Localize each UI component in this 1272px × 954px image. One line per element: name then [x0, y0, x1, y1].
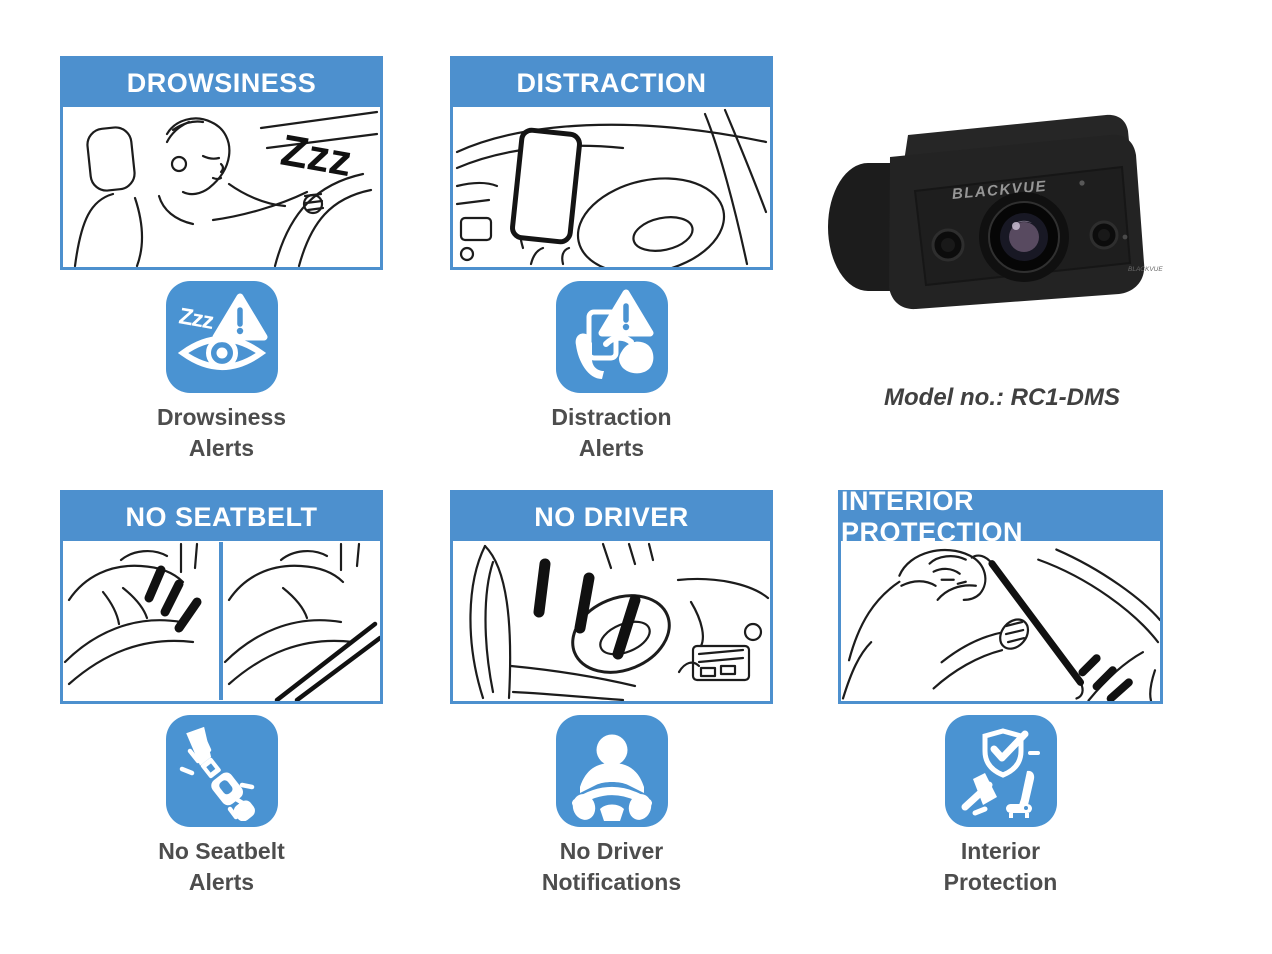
no-driver-panel: NO DRIVER	[450, 490, 773, 704]
eye-icon	[177, 336, 266, 370]
interior-protection-label-line2: Protection	[943, 869, 1058, 895]
drowsiness-illustration: Zzz	[63, 107, 380, 267]
feature-distraction: DISTRACTION	[450, 56, 773, 464]
drowsiness-header: DROWSINESS	[63, 59, 380, 107]
mic-hole	[1079, 180, 1085, 186]
phone-sketch	[510, 127, 582, 245]
no-seatbelt-illustration	[63, 541, 380, 701]
no-driver-label: No Driver Notifications	[542, 836, 681, 898]
side-brand-text: BLACKVUE	[1128, 266, 1163, 273]
drowsiness-label-line1: Drowsiness	[156, 404, 287, 430]
no-seatbelt-panel: NO SEATBELT	[60, 490, 383, 704]
seatbelt-band-sketch	[274, 621, 380, 701]
phone-hand-warning-icon	[575, 289, 653, 379]
no-seatbelt-label: No Seatbelt Alerts	[158, 836, 285, 898]
distraction-label-line2: Alerts	[578, 435, 645, 461]
distraction-label: Distraction Alerts	[551, 402, 671, 464]
interior-protection-badge	[944, 715, 1057, 827]
interior-protection-label-line1: Interior	[960, 838, 1041, 864]
interior-protection-panel: INTERIOR PROTECTION	[838, 486, 1163, 704]
no-seatbelt-label-line2: Alerts	[188, 869, 255, 895]
holding-hand-icon	[575, 333, 604, 379]
phone-icon	[586, 309, 618, 361]
dashcam-product-image: BLACKVUE DMS BLACKVUE	[820, 95, 1180, 340]
crowbar-sketch	[988, 560, 1085, 686]
no-driver-header: NO DRIVER	[453, 493, 770, 541]
no-driver-label-line2: Notifications	[541, 869, 682, 895]
drowsiness-eye-warning-icon: Zzz	[177, 293, 267, 370]
distraction-alert-badge	[555, 281, 668, 393]
empty-seat-sketch	[469, 542, 770, 701]
phone-driver-sketch	[455, 108, 768, 267]
feature-no-driver: NO DRIVER	[450, 490, 773, 898]
no-seatbelt-header: NO SEATBELT	[63, 493, 380, 541]
feature-drowsiness: DROWSINESS	[60, 56, 383, 464]
seatbelt-unbuckled-icon	[179, 726, 255, 821]
dashcam-camera-render: BLACKVUE DMS BLACKVUE	[828, 114, 1163, 310]
drowsiness-panel: DROWSINESS	[60, 56, 383, 270]
icon-zzz-text: Zzz	[177, 302, 216, 334]
no-seatbelt-alert-badge	[165, 715, 278, 827]
seatbelt-comparison-sketch	[63, 542, 380, 701]
gesture-hand-icon	[618, 341, 653, 374]
shield-icon	[982, 728, 1023, 778]
feature-interior-protection: INTERIOR PROTECTION	[838, 486, 1163, 898]
driver-at-wheel-icon	[571, 734, 652, 821]
no-seatbelt-label-line1: No Seatbelt	[158, 838, 285, 864]
drowsiness-label-line2: Alerts	[188, 435, 255, 461]
break-in-sketch	[841, 548, 1160, 701]
drowsiness-label: Drowsiness Alerts	[157, 402, 286, 464]
panel-divider	[219, 542, 223, 700]
distraction-panel: DISTRACTION	[450, 56, 773, 270]
interior-protection-label: Interior Protection	[944, 836, 1058, 898]
feature-no-seatbelt: NO SEATBELT	[60, 490, 383, 898]
drowsy-driver-sketch: Zzz	[73, 110, 379, 267]
interior-protection-header: INTERIOR PROTECTION	[841, 486, 1160, 547]
no-driver-illustration	[453, 541, 770, 701]
interior-protection-illustration	[841, 541, 1160, 701]
drowsiness-alert-badge: Zzz	[165, 281, 278, 393]
distraction-illustration	[453, 107, 770, 267]
driver-shoulders	[579, 763, 644, 793]
shield-check-interior-icon	[961, 728, 1040, 818]
zzz-text: Zzz	[277, 126, 355, 187]
distraction-label-line1: Distraction	[551, 404, 672, 430]
car-seat-icon	[1017, 770, 1034, 810]
no-driver-notification-badge	[555, 715, 668, 827]
model-number-label: Model no.: RC1-DMS	[884, 384, 1120, 411]
no-driver-label-line1: No Driver	[559, 838, 664, 864]
checkmark-icon	[990, 730, 1028, 762]
distraction-header: DISTRACTION	[453, 59, 770, 107]
driver-head	[596, 734, 627, 766]
